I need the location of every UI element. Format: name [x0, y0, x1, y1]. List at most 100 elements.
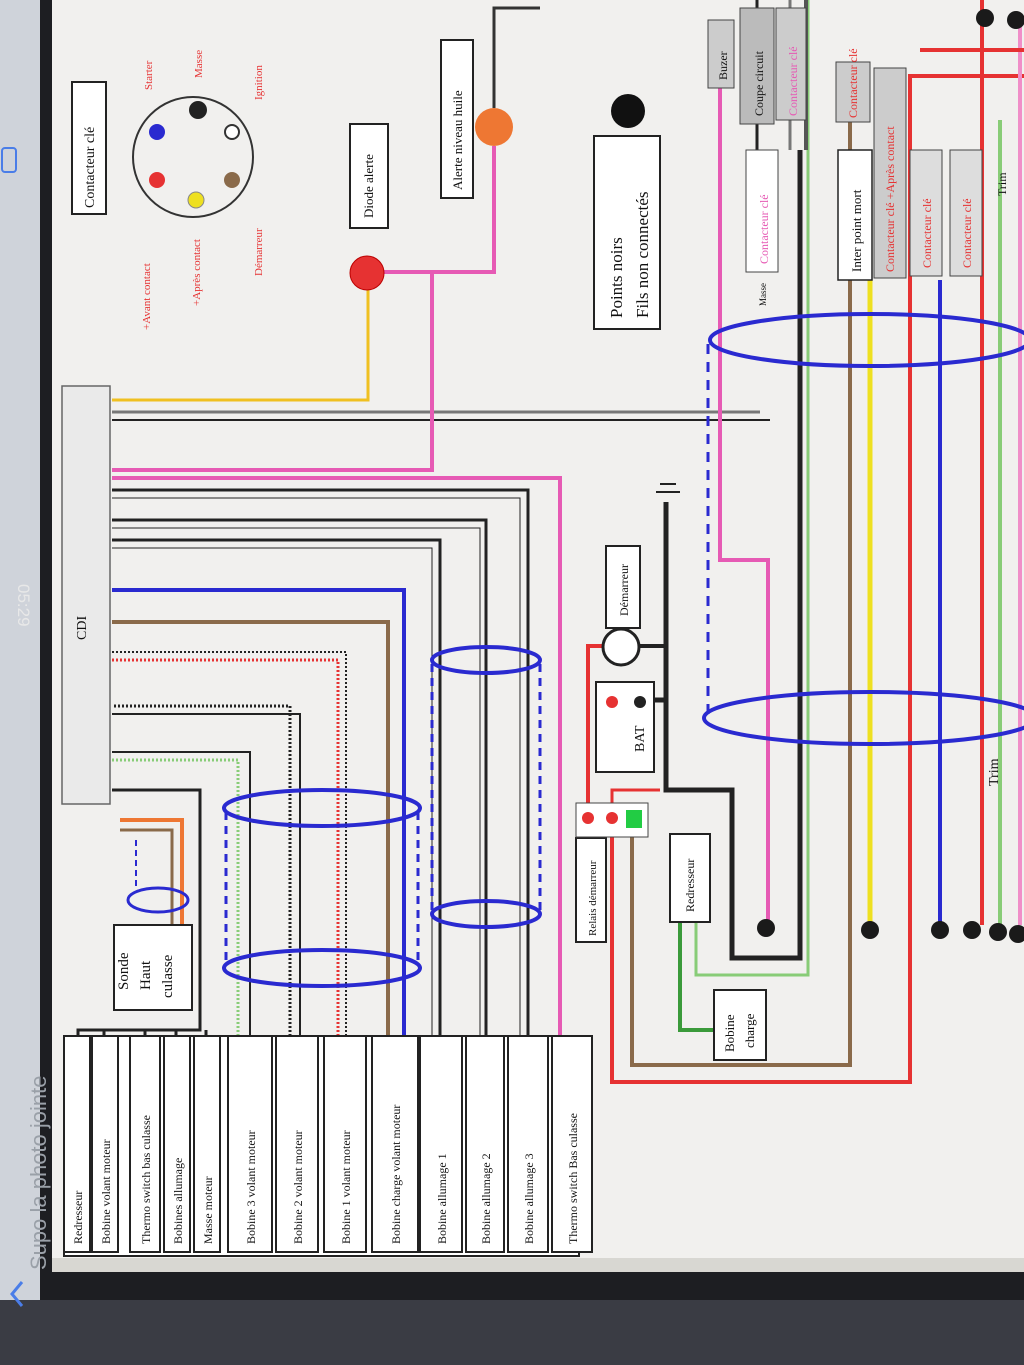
- unconnected-point-icon: [989, 923, 1007, 941]
- pin-white-icon: [224, 124, 240, 140]
- pin-ignition: Ignition: [253, 65, 265, 100]
- demarreur-label: Démarreur: [617, 564, 631, 616]
- left-label-1: Bobine volant moteur: [99, 1139, 113, 1244]
- wires-layer: [76, 0, 1024, 1084]
- harness-ring: [222, 788, 422, 828]
- components-layer: [126, 9, 1024, 988]
- trim-bottom-label: Trim: [987, 758, 1002, 786]
- unconnected-point-icon: [1007, 11, 1024, 29]
- bobine-charge-box: Bobine charge: [713, 989, 767, 1061]
- sonde-line-2: Haut: [138, 960, 154, 990]
- wire-lightgreen-charge: [694, 0, 810, 977]
- relais-label: Relais démarreur: [587, 860, 599, 936]
- battery-plus-icon: [606, 696, 618, 708]
- wire-bobine1-b: [112, 651, 347, 1036]
- pin-yellow-icon: [187, 191, 205, 209]
- left-label-8: Bobine charge volant moteur: [389, 1105, 403, 1244]
- notes-line-1: Points noirs: [607, 237, 626, 318]
- status-time: 05:29: [14, 584, 33, 627]
- harness-ring: [708, 312, 1024, 368]
- label-cell: [371, 1035, 419, 1253]
- wire-green-charge: [678, 922, 714, 1032]
- wire-bobine1-red: [112, 658, 340, 1036]
- label-cell: [275, 1035, 319, 1253]
- wire-pink-buzer: [718, 88, 770, 925]
- left-label-4: Masse moteur: [201, 1176, 215, 1244]
- starter-motor-icon: [601, 627, 641, 667]
- left-label-5: Bobine 3 volant moteur: [244, 1130, 258, 1244]
- trim-right-label: Trim: [995, 172, 1009, 196]
- wire-red-relay-top: [610, 788, 660, 808]
- ignition-connector: Contacteur clé Starter Masse Ignition Dé…: [71, 50, 265, 330]
- sonde-line-1: Sonde: [116, 952, 132, 990]
- left-label-7: Bobine 1 volant moteur: [339, 1130, 353, 1244]
- left-label-2: Thermo switch bas culasse: [139, 1115, 153, 1244]
- wire-yellow-diode: [112, 290, 370, 402]
- left-label-11: Bobine allumage 3: [522, 1153, 536, 1244]
- wire-relay-red: [586, 644, 603, 808]
- wire-redresseur: [76, 788, 202, 1036]
- wire-charge-blue: [112, 588, 406, 1036]
- demarreur-box: Démarreur: [601, 545, 641, 667]
- diode-label: Diode alerte: [361, 154, 376, 218]
- battery-box: BAT: [595, 681, 655, 773]
- chevron-left-icon[interactable]: [10, 1281, 24, 1307]
- cdi-box: CDI: [61, 385, 111, 805]
- contacteur-r1-label: Contacteur clé: [846, 48, 860, 118]
- notes-box: Points noirs Fils non connectés: [593, 94, 661, 330]
- label-cell: [227, 1035, 273, 1253]
- left-label-12: Thermo switch Bas culasse: [566, 1113, 580, 1244]
- contacteur-pink-label: Contacteur clé: [757, 194, 771, 264]
- notes-line-2: Fils non connectés: [633, 191, 652, 318]
- contacteur-top-label: Contacteur clé: [786, 46, 800, 116]
- harness-ring: [430, 899, 542, 929]
- sonde-line-3: culasse: [160, 954, 176, 998]
- bat-label: BAT: [633, 725, 648, 752]
- redresseur-box: Redresseur: [669, 833, 711, 923]
- connector-title: Contacteur clé: [83, 127, 98, 208]
- relais-demarreur-box: Relais démarreur: [575, 802, 649, 943]
- oil-alert-box: Alerte niveau huile: [440, 39, 513, 199]
- pin-avant-contact: +Avant contact: [141, 263, 153, 330]
- diode-alerte-box: Diode alerte: [349, 123, 389, 291]
- pin-blue-icon: [149, 124, 165, 140]
- contacteur-r2-label: Contacteur clé: [920, 198, 934, 268]
- wire-bobine3-b: [112, 751, 251, 1036]
- label-cell: [323, 1035, 367, 1253]
- pin-demarreur: Démarreur: [253, 228, 265, 276]
- left-label-strip: Redresseur Bobine volant moteur Thermo swi…: [63, 1035, 593, 1257]
- left-label-10: Bobine allumage 2: [479, 1153, 493, 1244]
- message-caption: Supo la photo jointe: [26, 1076, 51, 1271]
- label-cell: [129, 1035, 161, 1253]
- left-label-3: Bobines allumage: [171, 1158, 185, 1244]
- pin-masse: Masse: [193, 50, 205, 78]
- wire-allumage1: [112, 538, 442, 1036]
- contacteur-r3-label: Contacteur clé: [960, 198, 974, 268]
- wire-allumage2: [112, 518, 488, 1036]
- label-cell: [507, 1035, 549, 1253]
- label-cell: [91, 1035, 119, 1253]
- side-tab-icon[interactable]: [1, 147, 17, 173]
- battery-minus-icon: [634, 696, 646, 708]
- black-point-icon: [611, 94, 645, 128]
- redresseur-label: Redresseur: [683, 859, 697, 912]
- pin-red-icon: [149, 172, 165, 188]
- wire-bobine2: [112, 704, 292, 1036]
- coupe-circuit-label: Coupe circuit: [752, 50, 766, 116]
- cdi-label: CDI: [75, 616, 90, 640]
- label-cell: [419, 1035, 463, 1253]
- wire-red-loop: [610, 74, 1024, 1084]
- label-cell: [193, 1035, 221, 1253]
- unconnected-point-icon: [963, 921, 981, 939]
- unconnected-point-icon: [976, 9, 994, 27]
- label-cell: [465, 1035, 505, 1253]
- masse-small-label: Masse: [758, 283, 768, 306]
- harness-ring: [430, 645, 542, 675]
- bobine-charge-line-2: charge: [742, 1013, 757, 1048]
- wire-pink-oil: [432, 146, 496, 274]
- left-label-6: Bobine 2 volant moteur: [291, 1130, 305, 1244]
- left-label-0: Redresseur: [71, 1191, 85, 1244]
- label-cell: [551, 1035, 593, 1253]
